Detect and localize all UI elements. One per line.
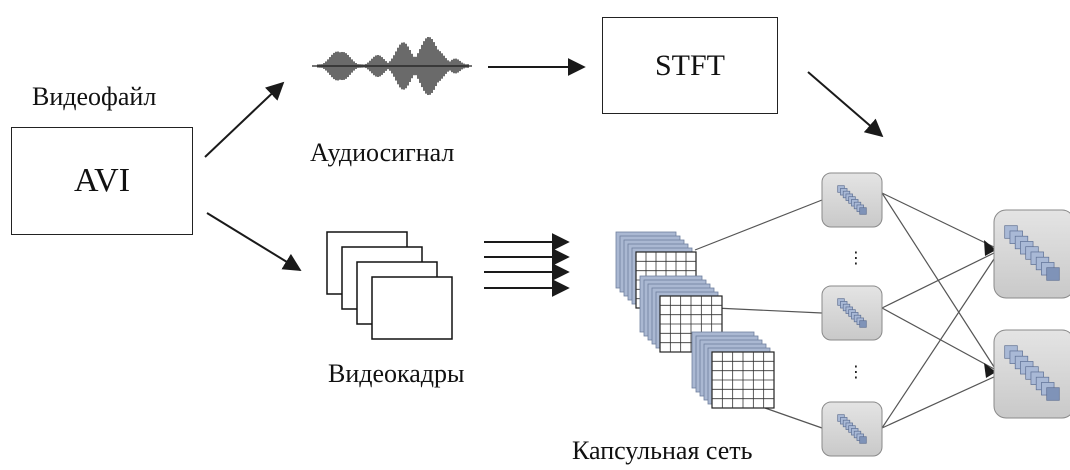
video-frames-label: Видеокадры [328, 359, 465, 388]
audio-signal-label: Аудиосигнал [310, 138, 455, 167]
feature-tensors [615, 231, 775, 409]
video-frames-icon [326, 231, 453, 340]
primary-capsule-1 [821, 172, 883, 228]
output-capsule-2 [993, 329, 1070, 419]
primary-capsule-2 [821, 285, 883, 341]
stft-label: STFT [654, 48, 726, 82]
avi-box: AVI [11, 127, 193, 235]
capsule-ellipsis-2: ⋮ [848, 362, 864, 381]
video-file-title: Видеофайл [32, 82, 157, 111]
capsule-connections [694, 192, 997, 429]
primary-capsule-3 [821, 401, 883, 457]
capsule-network-label: Капсульная сеть [572, 436, 753, 465]
output-capsule-1 [993, 209, 1070, 299]
audio-waveform-icon [312, 36, 472, 96]
arrow-avi-to-frames [206, 212, 302, 271]
frames-to-tensors-arrows [484, 233, 570, 297]
capsule-ellipsis-1: ⋮ [848, 248, 864, 267]
avi-label: AVI [73, 162, 131, 199]
arrow-stft-to-capsnet [807, 71, 884, 138]
arrow-avi-to-audio [204, 81, 285, 158]
stft-box: STFT [602, 17, 778, 114]
capsule-arrowheads [984, 240, 996, 378]
